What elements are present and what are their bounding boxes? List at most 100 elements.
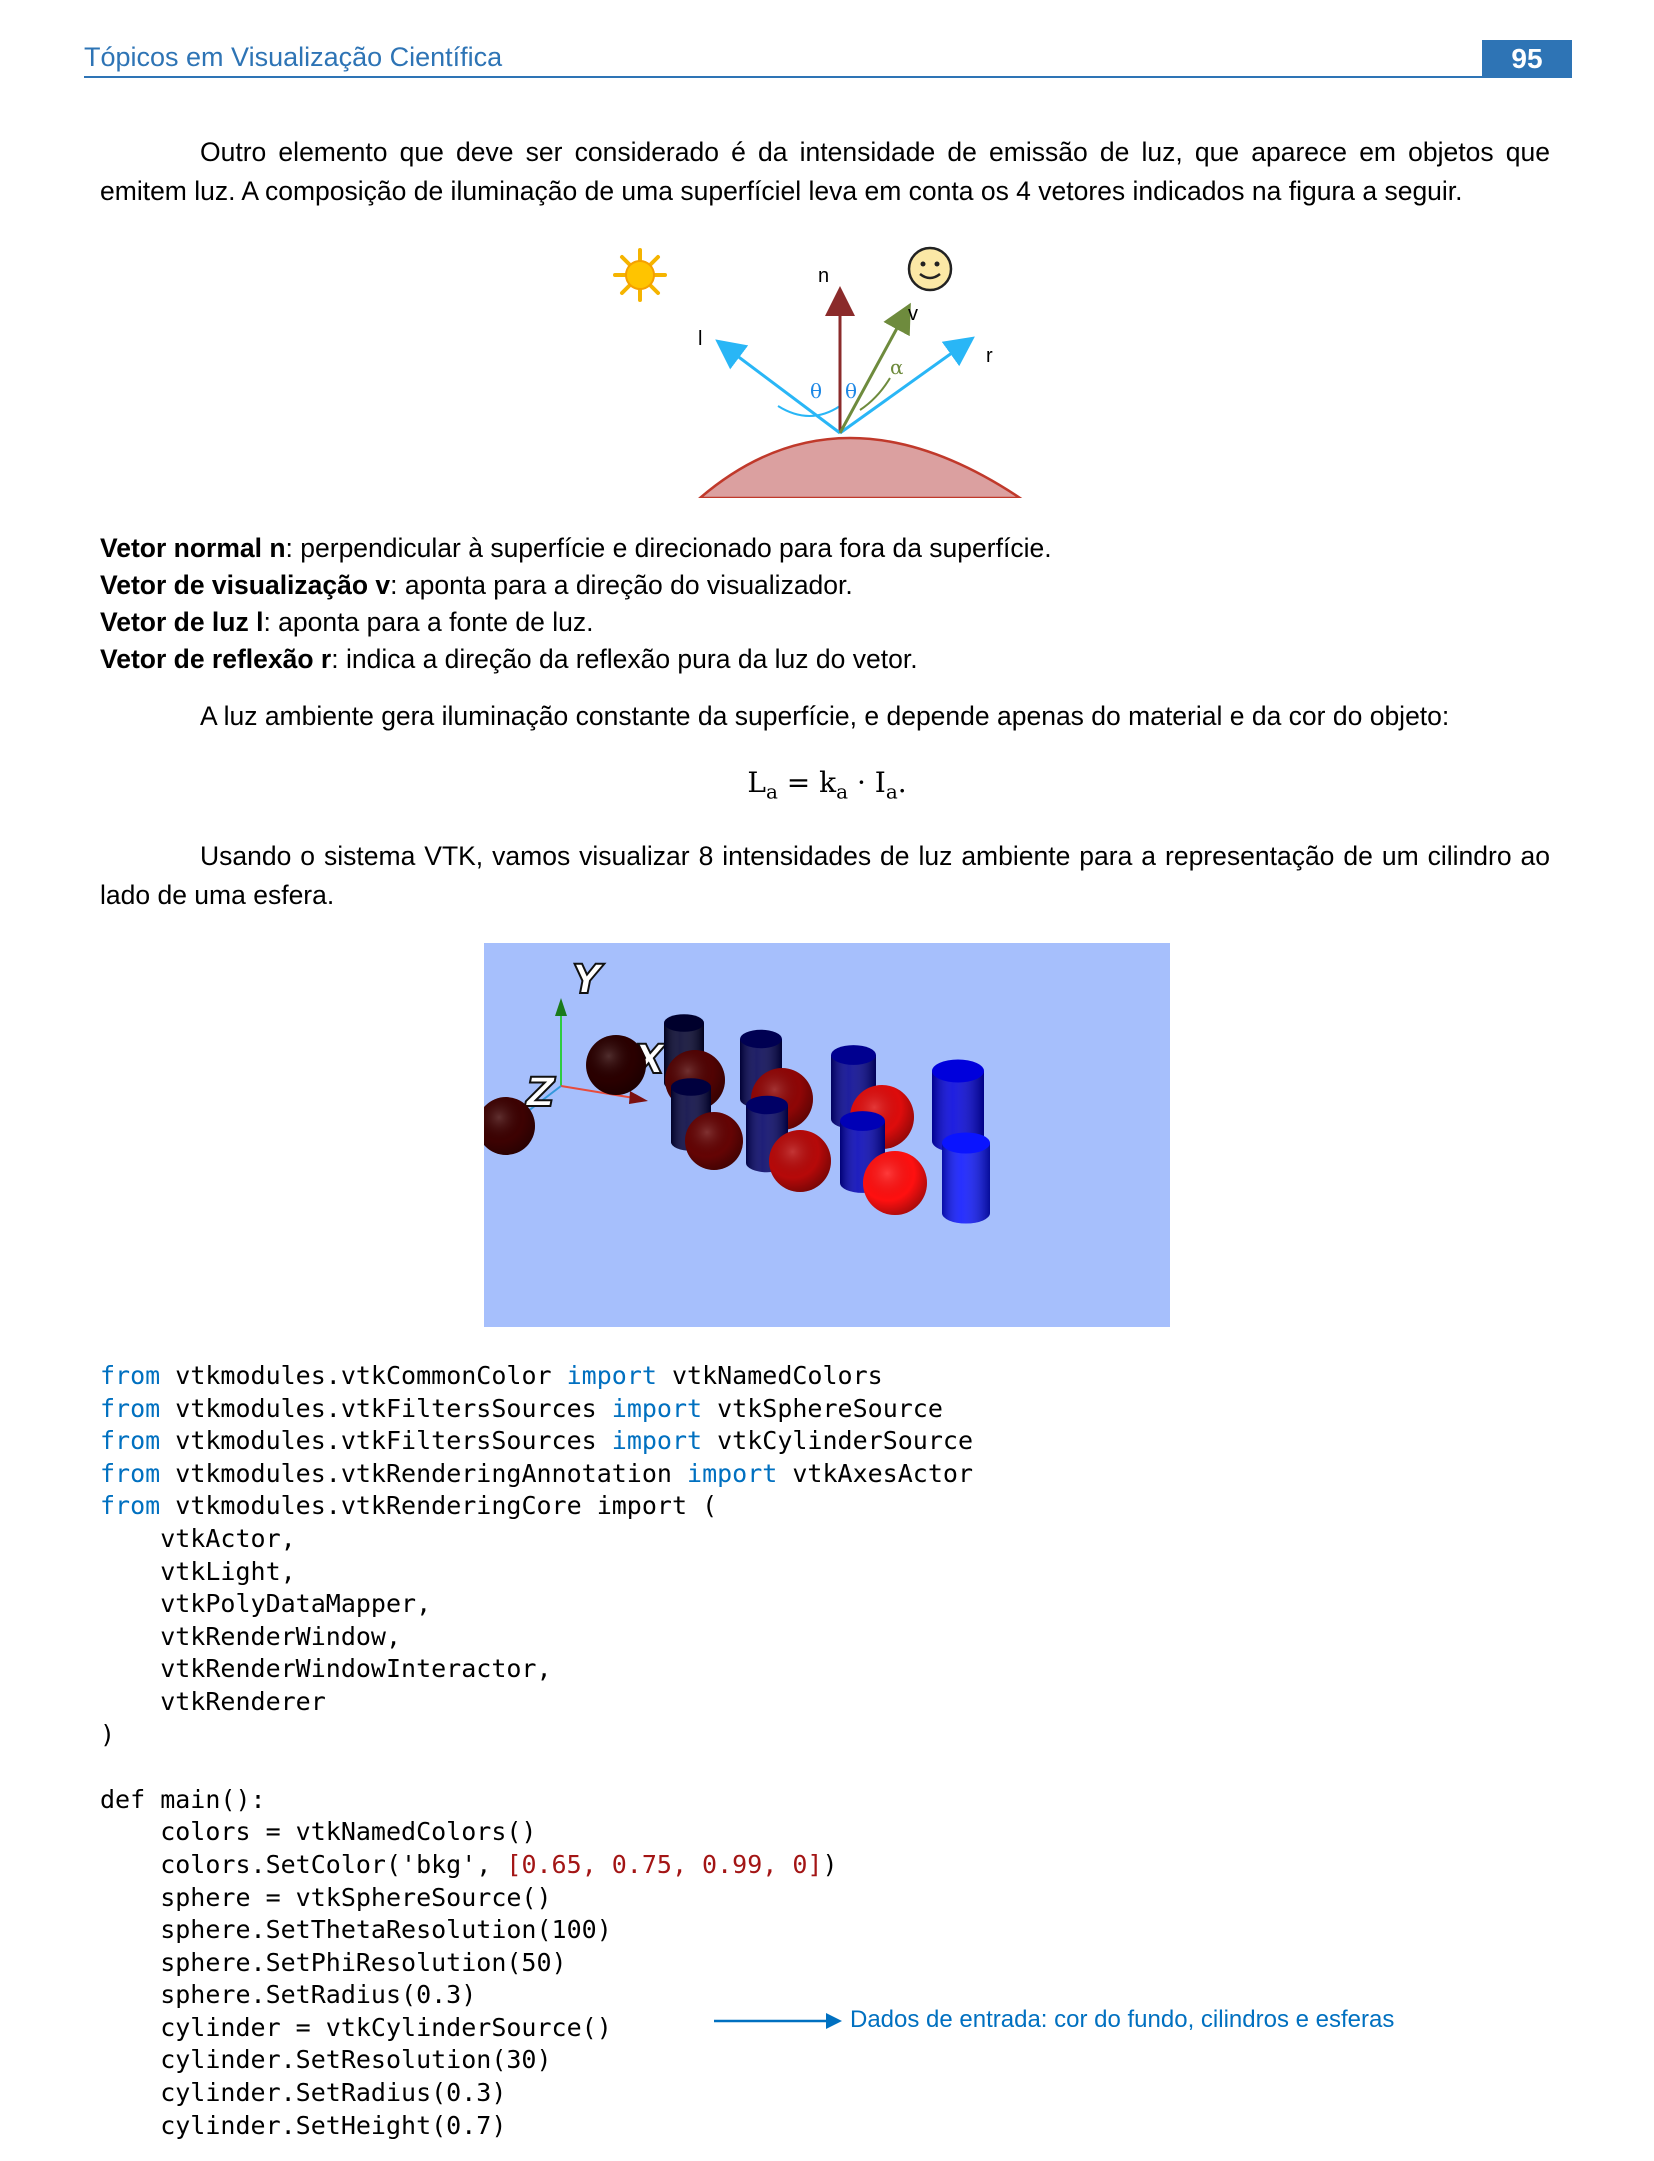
header-rule <box>84 76 1572 78</box>
x-axis-cone <box>629 1091 648 1104</box>
code-text: ) <box>822 1849 838 1879</box>
code-line: vtkLight, <box>100 1556 296 1586</box>
code-keyword: from <box>100 1426 161 1456</box>
render-objects <box>484 1014 990 1224</box>
ambient-formula: La = ka · Ia. <box>747 766 907 804</box>
code-text: vtkmodules.vtkRenderingCore import ( <box>160 1491 718 1521</box>
code-line: ) <box>100 1720 115 1749</box>
definition-normal: Vetor normal n: perpendicular à superfíc… <box>100 533 1052 563</box>
sphere-2 <box>484 1097 535 1155</box>
code-text: ) <box>100 1719 116 1749</box>
code-text: vtkAxesActor <box>777 1458 973 1488</box>
code-text: vtkmodules.vtkFiltersSources <box>160 1393 612 1423</box>
axis-label-y: Y <box>572 957 605 1003</box>
sun-icon <box>613 248 667 302</box>
reflection-vector <box>839 336 975 435</box>
code-line: def main(): <box>100 1785 266 1814</box>
code-keyword: import <box>611 1426 703 1456</box>
code-line: sphere.SetRadius(0.3) <box>100 1980 476 2009</box>
sphere-6 <box>769 1130 831 1192</box>
ambient-paragraph: A luz ambiente gera iluminação constante… <box>200 701 1450 731</box>
code-keyword: import <box>687 1458 778 1488</box>
running-header-title: Tópicos em Visualização Científica <box>84 42 503 72</box>
code-line: sphere = vtkSphereSource() <box>100 1882 552 1912</box>
code-keyword: import <box>611 1393 703 1423</box>
alpha-arc <box>859 377 891 411</box>
code-text: cylinder.SetHeight(0.7) <box>100 2110 507 2140</box>
light-vector <box>715 339 841 435</box>
definition-view: Vetor de visualização v: aponta para a d… <box>100 570 853 600</box>
sphere-4 <box>685 1112 743 1170</box>
code-text: cylinder.SetResolution(30) <box>100 2045 552 2075</box>
code-text: vtkmodules.vtkRenderingAnnotation <box>160 1458 688 1488</box>
code-line: cylinder = vtkCylinderSource() <box>100 2013 612 2042</box>
y-axis-cone <box>555 998 567 1016</box>
code-text: def main(): <box>100 1784 266 1814</box>
label-theta-right: θ <box>845 379 857 403</box>
code-line: from vtkmodules.vtkRenderingAnnotation i… <box>100 1459 973 1488</box>
code-text: sphere.SetRadius(0.3) <box>100 1980 477 2010</box>
code-keyword: from <box>100 1361 161 1390</box>
code-text: cylinder = vtkCylinderSource() <box>100 2012 612 2042</box>
code-text: vtkmodules.vtkCommonColor <box>160 1361 567 1390</box>
code-keyword: import <box>566 1361 657 1390</box>
annotation-text: Dados de entrada: cor do fundo, cilindro… <box>850 2006 1395 2033</box>
code-line: vtkRenderer <box>100 1687 326 1716</box>
code-line: from vtkmodules.vtkFiltersSources import… <box>100 1394 943 1423</box>
label-l: l <box>698 328 702 350</box>
definition-reflection: Vetor de reflexão r: indica a direção da… <box>100 644 918 674</box>
axes-actor: Y X Z <box>512 956 668 1125</box>
x-axis-line <box>560 1085 635 1099</box>
code-literal: [0.65, 0.75, 0.99, 0] <box>506 1849 823 1879</box>
code-line: colors = vtkNamedColors() <box>100 1817 537 1847</box>
code-text: vtkLight, <box>100 1556 296 1586</box>
code-text: vtkPolyDataMapper, <box>100 1589 432 1619</box>
code-line: cylinder.SetHeight(0.7) <box>100 2111 506 2140</box>
code-text: vtkRenderWindowInteractor, <box>100 1654 552 1684</box>
code-text: sphere.SetPhiResolution(50) <box>100 1947 567 1977</box>
code-text: colors = vtkNamedColors() <box>100 1817 537 1847</box>
lighting-vectors-diagram: n l v r θ θ α <box>613 246 1023 498</box>
code-keyword: from <box>100 1393 161 1423</box>
sphere-1 <box>586 1035 646 1095</box>
code-line: from vtkmodules.vtkCommonColor import vt… <box>100 1361 883 1390</box>
code-line: sphere.SetThetaResolution(100) <box>100 1915 612 1944</box>
code-keyword: from <box>100 1458 161 1488</box>
render-background <box>484 943 1170 1327</box>
label-theta-left: θ <box>810 379 822 403</box>
code-line: cylinder.SetRadius(0.3) <box>100 2078 506 2107</box>
page-number-badge: 95 <box>1482 40 1572 78</box>
code-text: colors.SetColor('bkg', <box>100 1849 507 1879</box>
theta-arc <box>777 405 841 417</box>
annotation-arrow <box>714 2013 842 2029</box>
label-n: n <box>818 265 829 287</box>
code-text: cylinder.SetRadius(0.3) <box>100 2078 507 2108</box>
intro-paragraph: Outro elemento que deve ser considerado … <box>100 137 1550 206</box>
cylinder-7 <box>932 1059 984 1153</box>
vtk-intro-paragraph: Usando o sistema VTK, vamos visualizar 8… <box>100 841 1550 910</box>
code-text: vtkRenderer <box>100 1686 326 1716</box>
view-vector <box>838 302 911 434</box>
code-text: sphere = vtkSphereSource() <box>100 1882 552 1912</box>
code-text: sphere.SetThetaResolution(100) <box>100 1915 612 1945</box>
definition-light: Vetor de luz l: aponta para a fonte de l… <box>100 607 594 637</box>
code-text: vtkSphereSource <box>702 1393 943 1423</box>
code-line: cylinder.SetResolution(30) <box>100 2045 552 2075</box>
code-line: from vtkmodules.vtkFiltersSources import… <box>100 1426 973 1455</box>
code-text: vtkRenderWindow, <box>100 1621 402 1651</box>
code-text: vtkmodules.vtkFiltersSources <box>160 1426 612 1456</box>
smiley-face-icon <box>907 246 953 292</box>
code-text: vtkNamedColors <box>656 1361 883 1390</box>
code-line: vtkPolyDataMapper, <box>100 1589 431 1618</box>
surface-shape <box>698 436 1023 498</box>
sphere-8 <box>863 1151 927 1215</box>
cylinder-8 <box>942 1132 990 1224</box>
code-keyword: from <box>100 1491 161 1521</box>
code-text: vtkActor, <box>100 1523 296 1553</box>
code-line: vtkRenderWindow, <box>100 1622 401 1651</box>
label-r: r <box>986 345 993 367</box>
label-v: v <box>908 303 918 325</box>
vtk-render-image: Y X Z <box>484 943 1170 1327</box>
code-line: from vtkmodules.vtkRenderingCore import … <box>100 1491 717 1520</box>
code-text: vtkCylinderSource <box>702 1426 974 1456</box>
